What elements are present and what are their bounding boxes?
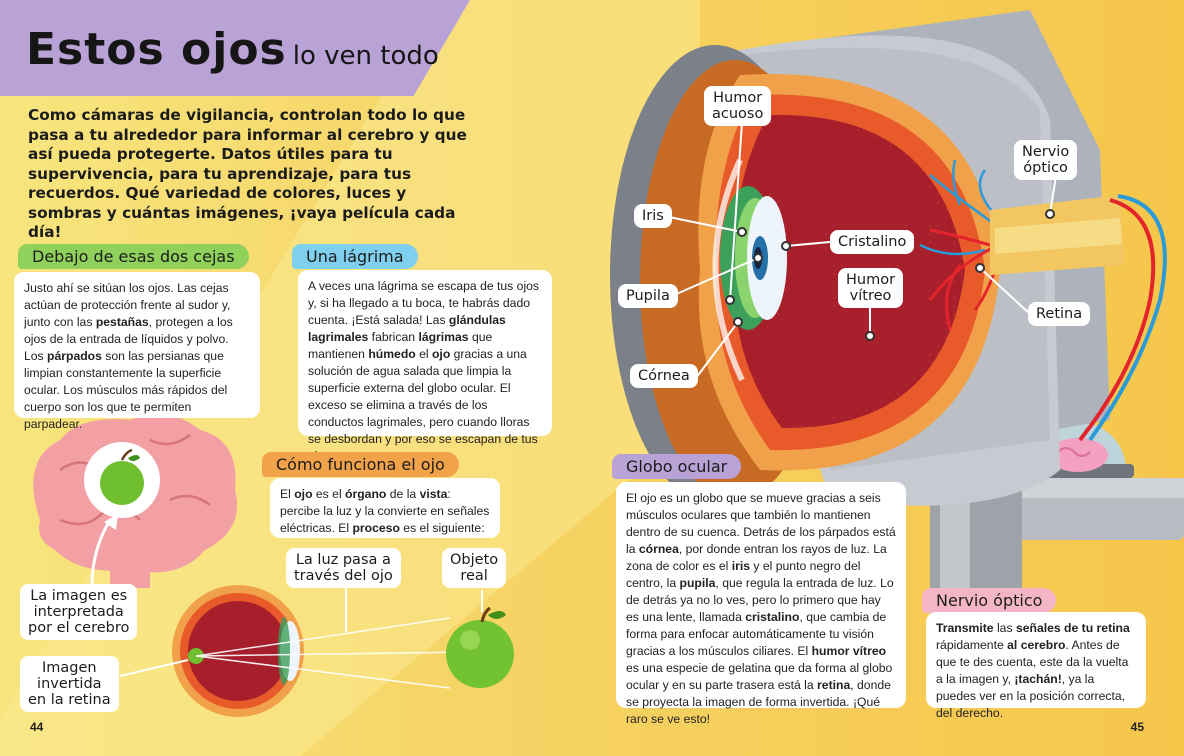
bold-term: señales de tu retina bbox=[1015, 621, 1130, 635]
tag-lagrima: Una lágrima bbox=[292, 244, 418, 269]
bold-term: ojo bbox=[294, 487, 313, 501]
text-run: , ya la puedes ver en la posición correc… bbox=[936, 672, 1126, 720]
bold-term: humor vítreo bbox=[811, 644, 887, 658]
text-run: fabrican bbox=[368, 330, 419, 344]
text-run: El bbox=[280, 487, 295, 501]
label-nervio-optico: Nervio óptico bbox=[1014, 140, 1078, 180]
bold-term: ¡tachán! bbox=[1014, 672, 1062, 686]
bold-term: iris bbox=[731, 559, 750, 573]
text-run: rápidamente bbox=[936, 638, 1008, 652]
text-run: , que regula la entrada de luz. Lo de de… bbox=[626, 576, 894, 624]
text-nervio: Transmite las señales de tu retina rápid… bbox=[926, 612, 1146, 720]
text-run: Justo ahí se sitúan los ojos. Las cejas … bbox=[24, 281, 231, 329]
text-run: son las persianas que limpian constantem… bbox=[24, 349, 228, 431]
bold-term: proceso bbox=[352, 521, 400, 535]
text-run: que mantienen bbox=[308, 330, 493, 361]
text-run: es el siguiente: bbox=[399, 521, 485, 535]
label-cerebro: La imagen es interpretada por el cerebro bbox=[20, 584, 138, 640]
label-luz-pasa: La luz pasa a través del ojo bbox=[286, 548, 401, 588]
label-humor-vitreo: Humor vítreo bbox=[838, 268, 904, 308]
label-retina: Retina bbox=[1028, 302, 1091, 326]
label-imagen-invertida: Imagen invertida en la retina bbox=[20, 656, 119, 712]
text-run: . Antes de que te des cuenta, este da la… bbox=[936, 638, 1129, 686]
text-globo: El ojo es un globo que se mueve gracias … bbox=[616, 482, 906, 726]
label-cristalino: Cristalino bbox=[830, 230, 915, 254]
page-number-right: 45 bbox=[1130, 720, 1144, 734]
label-cornea: Córnea bbox=[630, 364, 698, 388]
bold-term: al cerebro bbox=[1007, 638, 1066, 652]
label-iris: Iris bbox=[634, 204, 672, 228]
label-objeto-real: Objeto real bbox=[442, 548, 507, 588]
bold-term: pupila bbox=[679, 576, 716, 590]
bold-term: glándulas lagrimales bbox=[308, 313, 506, 344]
bold-term: cristalino bbox=[745, 610, 800, 624]
tag-globo: Globo ocular bbox=[612, 454, 742, 479]
bold-term: Transmite bbox=[936, 621, 994, 635]
label-humor-acuoso: Humor acuoso bbox=[704, 86, 772, 126]
page-number-left: 44 bbox=[30, 720, 44, 734]
text-lagrima: A veces una lágrima se escapa de tus ojo… bbox=[298, 270, 552, 463]
text-run: , donde se proyecta la imagen de forma i… bbox=[626, 678, 891, 726]
bold-term: pestañas bbox=[95, 315, 149, 329]
text-cejas: Justo ahí se sitúan los ojos. Las cejas … bbox=[14, 272, 260, 431]
tag-nervio: Nervio óptico bbox=[922, 588, 1057, 613]
bold-term: lágrimas bbox=[418, 330, 469, 344]
bold-term: órgano bbox=[345, 487, 387, 501]
tag-funciona: Cómo funciona el ojo bbox=[262, 452, 459, 477]
bold-term: retina bbox=[817, 678, 851, 692]
text-run: , protegen a los ojos de la entrada de l… bbox=[24, 315, 233, 363]
text-run: , que cambia de forma para enfocar autom… bbox=[626, 610, 887, 658]
text-run: El ojo es un globo que se mueve gracias … bbox=[626, 491, 896, 556]
text-run: y el punto negro del centro, la bbox=[626, 559, 861, 590]
text-run: A veces una lágrima se escapa de tus ojo… bbox=[308, 279, 540, 327]
text-run: : percibe la luz y la convierte en señal… bbox=[280, 487, 490, 535]
text-run: gracias a una solución de agua salada qu… bbox=[308, 347, 538, 463]
bold-term: ojo bbox=[431, 347, 451, 361]
text-run: , por donde entran los rayos de luz. La … bbox=[626, 542, 887, 573]
tag-cejas: Debajo de esas dos cejas bbox=[18, 244, 249, 269]
text-run: las bbox=[993, 621, 1016, 635]
text-run: es una especie de gelatina que da forma … bbox=[626, 661, 893, 692]
text-funciona: El ojo es el órgano de la vista: percibe… bbox=[270, 478, 500, 538]
bold-term: vista bbox=[419, 487, 448, 501]
bold-term: córnea bbox=[638, 542, 679, 556]
bold-term: húmedo bbox=[368, 347, 416, 361]
text-run: el bbox=[415, 347, 432, 361]
text-run: es el bbox=[312, 487, 346, 501]
bold-term: párpados bbox=[47, 349, 102, 363]
text-run: de la bbox=[386, 487, 420, 501]
intro-paragraph: Como cámaras de vigilancia, controlan to… bbox=[28, 106, 467, 241]
title-band bbox=[0, 0, 470, 96]
label-pupila: Pupila bbox=[618, 284, 678, 308]
